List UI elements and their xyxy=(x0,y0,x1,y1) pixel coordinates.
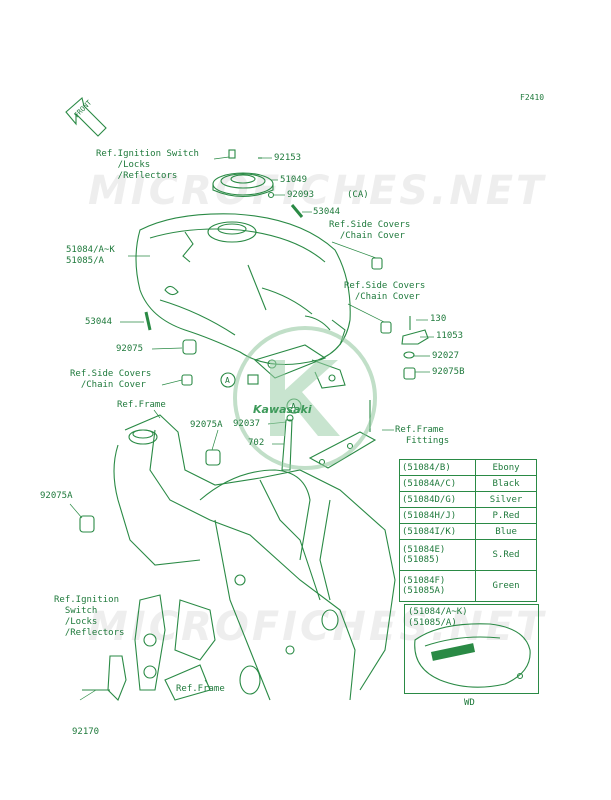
hose-702-icon xyxy=(281,414,294,471)
color-table-row: (51084F) (51085A)Green xyxy=(398,570,537,602)
fuel-tank-icon xyxy=(135,213,351,366)
color-table-row: (51084I/K)Blue xyxy=(398,523,537,540)
leader-lines xyxy=(69,156,434,701)
color-table-row: (51084A/C)Black xyxy=(398,475,537,492)
label-92075a-top: 92075A xyxy=(190,420,223,430)
frame-icon xyxy=(113,414,396,701)
label-ref-side-covers-2: Ref.Side Covers /Chain Cover xyxy=(344,281,426,302)
label-702: 702 xyxy=(248,438,265,448)
label-ref-frame-fittings: Ref.Frame Fittings xyxy=(395,425,450,446)
filler-cap-icon xyxy=(212,149,275,199)
color-code-cell: (51084A/C) xyxy=(398,475,477,492)
color-code-cell: (51084/B) xyxy=(398,459,477,476)
color-table-row: (51084H/J)P.Red xyxy=(398,507,537,524)
label-ref-ignition-bottom: Ref.Ignition Switch /Locks /Reflectors xyxy=(54,595,125,638)
color-name-cell: S.Red xyxy=(475,539,537,571)
label-53044-left: 53044 xyxy=(85,317,113,327)
label-51084: 51084/A~K 51085/A xyxy=(66,245,115,266)
color-code-cell: (51084H/J) xyxy=(398,507,477,524)
color-code-cell: (51084D/G) xyxy=(398,491,477,508)
kawasaki-logo xyxy=(233,326,377,470)
label-53044-top: 53044 xyxy=(313,207,341,217)
label-92075a-left: 92075A xyxy=(40,491,73,501)
watermark-top: MICROFICHES.NET xyxy=(88,168,547,214)
label-92075: 92075 xyxy=(116,344,144,354)
color-table: (51084/B)Ebony(51084A/C)Black(51084D/G)S… xyxy=(398,459,537,602)
label-92170: 92170 xyxy=(72,727,100,737)
label-ca: (CA) xyxy=(347,190,369,200)
color-table-row: (51084D/G)Silver xyxy=(398,491,537,508)
wd-detail-box: (51084/A~K) (51085/A) xyxy=(404,604,539,694)
side-bracket-icon xyxy=(401,316,429,345)
label-92037: 92037 xyxy=(233,419,261,429)
label-ref-frame-top: Ref.Frame xyxy=(117,400,166,410)
color-table-row: (51084/B)Ebony xyxy=(398,459,537,476)
label-ref-frame-bottom: Ref.Frame xyxy=(176,684,225,694)
bolt-icon xyxy=(290,204,304,218)
label-92027: 92027 xyxy=(432,351,460,361)
label-130: 130 xyxy=(430,314,447,324)
color-name-cell: Green xyxy=(475,570,537,602)
clip-icon xyxy=(144,311,152,331)
color-name-cell: Silver xyxy=(475,491,537,508)
color-code-cell: (51084I/K) xyxy=(398,523,477,540)
wd-title: (51084/A~K) (51085/A) xyxy=(408,607,468,628)
color-name-cell: P.Red xyxy=(475,507,537,524)
diagram-id: F2410 xyxy=(520,93,545,102)
label-ref-ignition-top: Ref.Ignition Switch /Locks /Reflectors xyxy=(96,149,199,181)
label-11053: 11053 xyxy=(436,331,464,341)
damper-icons xyxy=(79,257,416,533)
color-code-cell: (51084F) (51085A) xyxy=(398,570,477,602)
logo-text: Kawasaki xyxy=(253,403,312,416)
label-92153: 92153 xyxy=(274,153,302,163)
label-92075b: 92075B xyxy=(432,367,465,377)
label-51049: 51049 xyxy=(280,175,308,185)
color-code-cell: (51084E) (51085) xyxy=(398,539,477,571)
label-ref-side-covers-3: Ref.Side Covers /Chain Cover xyxy=(70,369,152,390)
marker-a-2: A xyxy=(291,402,296,411)
marker-a-1: A xyxy=(225,376,230,385)
color-name-cell: Black xyxy=(475,475,537,492)
wd-label: WD xyxy=(464,698,475,708)
front-arrow-icon xyxy=(65,96,107,137)
color-name-cell: Ebony xyxy=(475,459,537,476)
color-table-row: (51084E) (51085)S.Red xyxy=(398,539,537,571)
label-92093: 92093 xyxy=(287,190,315,200)
label-ref-side-covers-1: Ref.Side Covers /Chain Cover xyxy=(329,220,411,241)
color-name-cell: Blue xyxy=(475,523,537,540)
watermark-bottom: MICROFICHES.NET xyxy=(88,604,547,650)
wd-tank-icon xyxy=(414,623,531,688)
